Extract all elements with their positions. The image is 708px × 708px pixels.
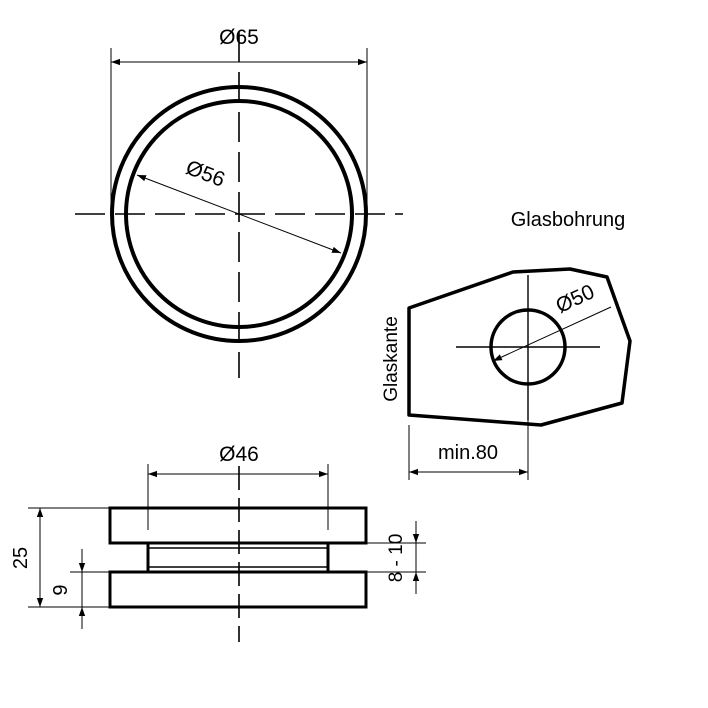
- dimension-line-hole-diameter: [492, 306, 612, 362]
- side-view: [28, 464, 426, 642]
- dimension-line-inner-diameter: [136, 174, 342, 254]
- outer-diameter-label: Ø65: [219, 26, 259, 49]
- inner-diameter-label: Ø56: [183, 156, 228, 192]
- glass-hole-view: [407, 267, 632, 480]
- glass-thickness-label: 8 - 10: [386, 534, 407, 583]
- hole-diameter-label: Ø50: [552, 280, 598, 318]
- total-height-label: 25: [10, 547, 32, 569]
- upper-disc: [108, 506, 368, 545]
- min-distance-label: min.80: [438, 442, 498, 464]
- glass-hole-label: Glasbohrung: [511, 209, 626, 231]
- glass-pane-outline: [407, 267, 632, 427]
- groove-diameter-label: Ø46: [219, 443, 259, 466]
- glass-edge-label: Glaskante: [381, 316, 402, 402]
- lower-height-label: 9: [50, 584, 72, 595]
- lower-disc: [108, 570, 368, 609]
- top-view: [75, 32, 403, 378]
